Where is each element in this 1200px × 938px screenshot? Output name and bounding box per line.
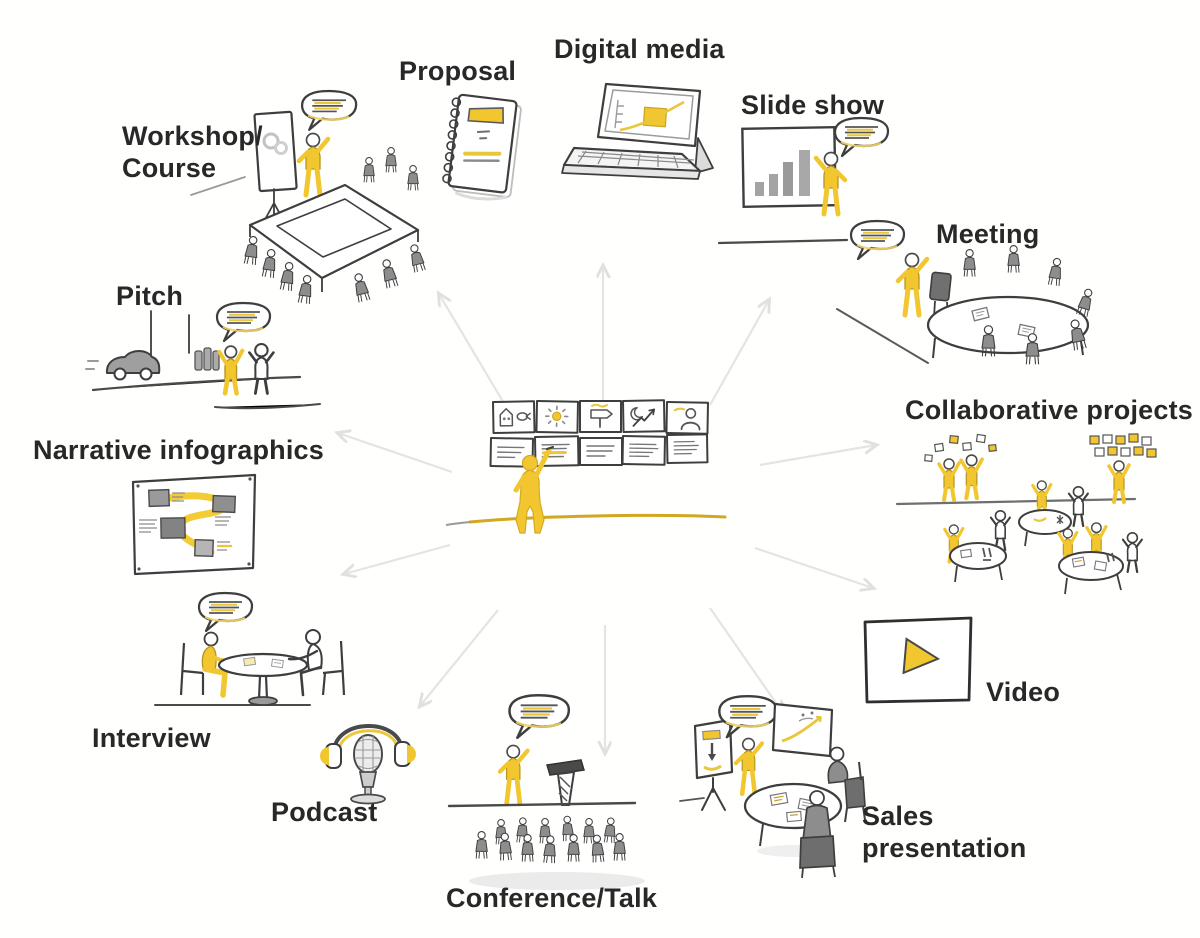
pedestal-table	[217, 652, 309, 706]
speech-bubble-icon	[508, 694, 571, 740]
label-proposal: Proposal	[399, 56, 517, 86]
meeting-illustration	[836, 219, 1096, 365]
podcast-illustration	[320, 724, 416, 805]
label-video: Video	[986, 677, 1061, 707]
oval-table	[926, 295, 1090, 359]
label-interview: Interview	[92, 723, 211, 753]
label-digital-media: Digital media	[554, 34, 725, 64]
speech-bubble-icon	[300, 89, 358, 131]
card-text-5	[666, 433, 709, 464]
work-table-left	[942, 509, 1012, 583]
sticky-grid-figure	[1089, 433, 1157, 504]
narrative-infographics-illustration	[131, 473, 257, 576]
pitcher-figure	[219, 346, 242, 393]
work-table-right	[1057, 521, 1144, 595]
label-narrative-infographics: Narrative infographics	[33, 435, 324, 465]
card-text-1	[489, 437, 534, 468]
street-line	[91, 375, 302, 392]
radial-arrows	[338, 266, 876, 753]
speech-bubble-icon	[849, 219, 906, 261]
play-button-icon	[863, 616, 973, 704]
audience-group	[475, 815, 626, 864]
crowd-shadow	[469, 872, 645, 890]
label-meeting: Meeting	[936, 219, 1040, 249]
label-pitch: Pitch	[116, 281, 184, 311]
presenter-figure	[736, 738, 762, 793]
card-signpost	[579, 400, 622, 433]
label-slide-show: Slide show	[741, 90, 885, 120]
left-chair	[179, 642, 205, 696]
ground-line	[468, 513, 727, 524]
microphone-icon	[350, 734, 386, 805]
poster-flow-icon	[131, 473, 257, 576]
presenter-figure	[299, 134, 328, 196]
label-podcast: Podcast	[271, 797, 378, 827]
ground-line	[717, 238, 849, 245]
label-sales-presentation: Sales presentation	[862, 801, 1027, 864]
sales-presentation-illustration	[679, 694, 866, 879]
u-shaped-table	[248, 183, 420, 292]
slide-show-illustration	[717, 116, 890, 245]
central-presenter-figure	[513, 446, 554, 534]
whiteboard-curve-icon	[771, 702, 834, 758]
right-chair	[321, 640, 346, 696]
card-person	[665, 401, 709, 435]
pitch-illustration	[85, 301, 321, 410]
client-side-figure	[827, 746, 866, 823]
bar-chart-screen-icon	[741, 125, 837, 209]
speech-bubble-icon	[215, 301, 272, 343]
card-sun	[535, 400, 579, 434]
storyboard-cards	[489, 399, 709, 468]
wall-base-line	[895, 497, 1137, 506]
label-conference-talk: Conference/Talk	[446, 883, 658, 913]
laptop-icon	[561, 82, 714, 180]
flipchart-icon	[679, 718, 734, 811]
collaborative-projects-illustration	[895, 433, 1157, 595]
video-illustration	[863, 616, 973, 704]
label-workshop-course: Workshop/ Course	[122, 121, 263, 184]
lamp-posts	[150, 310, 190, 356]
headphones-icon	[320, 724, 416, 769]
speech-bubble-icon	[197, 591, 254, 633]
sticky-notes-pair	[924, 433, 997, 502]
floor-line	[836, 308, 929, 364]
workshop-illustration	[190, 89, 427, 305]
card-house-and-fish	[491, 400, 536, 434]
buildings-icon	[194, 347, 220, 371]
conference-illustration	[447, 694, 645, 890]
interviewee-figure	[287, 629, 323, 697]
work-table-center	[1018, 479, 1090, 547]
digital-media-illustration	[561, 82, 714, 180]
client-back-figure	[799, 790, 836, 879]
card-text-3	[579, 437, 623, 466]
card-moon-growth-arrow	[622, 399, 666, 433]
car-icon	[105, 350, 161, 381]
card-text-4	[621, 435, 666, 466]
interview-illustration	[154, 591, 346, 706]
spiral-notebook-icon	[442, 93, 522, 201]
flipchart-icon	[253, 110, 298, 226]
label-collaborative-projects: Collaborative projects	[905, 395, 1193, 425]
listener-figure	[247, 342, 275, 395]
lectern-icon	[546, 759, 585, 806]
speaker-figure	[500, 745, 528, 803]
stage-line	[447, 801, 637, 808]
speech-bubble-icon	[833, 116, 890, 158]
center-hub-illustration	[320, 250, 890, 770]
presenter-figure	[898, 254, 927, 316]
proposal-illustration	[442, 93, 522, 201]
